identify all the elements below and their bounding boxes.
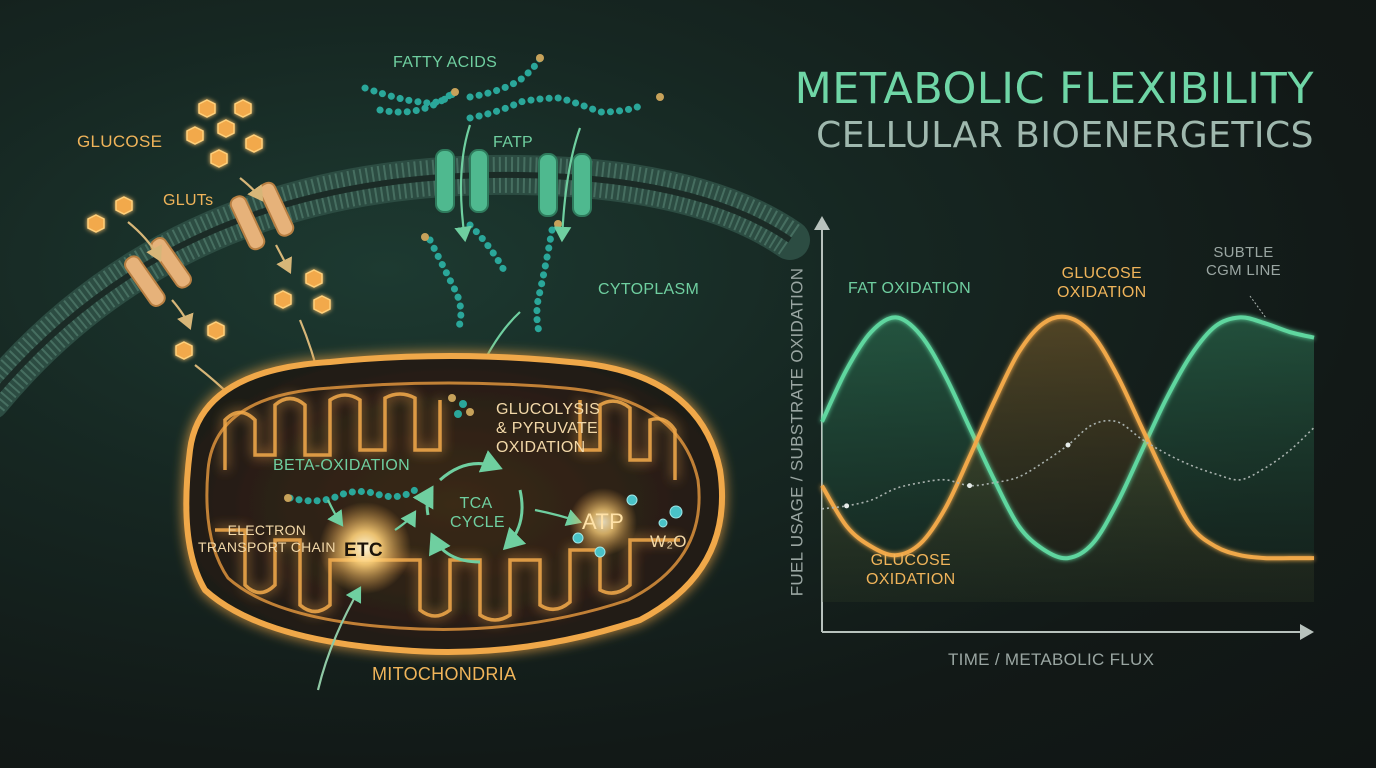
fatty-acid-chain: [426, 236, 465, 334]
fat-oxidation-label: FAT OXIDATION: [848, 280, 972, 297]
glycolysis-line: GLUCOLYSIS: [496, 401, 601, 418]
page-title: METABOLIC FLEXIBILITY: [794, 64, 1314, 114]
glucose-molecule: [210, 149, 228, 168]
label-line: GLUCOSE: [1061, 265, 1142, 282]
glucose-molecule: [186, 126, 204, 145]
label-line: OXIDATION: [866, 571, 956, 588]
glycolysis-label: GLUCOLYSIS & PYRUVATE OXIDATION: [496, 400, 600, 457]
glucose-molecule: [305, 269, 323, 288]
glycolysis-line: & PYRUVATE: [496, 420, 598, 437]
fatty-acid-chain: [466, 54, 544, 101]
glucose-oxidation-label-top: GLUCOSE OXIDATION: [1057, 264, 1147, 302]
cgm-label-pointer: [1249, 295, 1267, 319]
x-axis-label: TIME / METABOLIC FLUX: [948, 650, 1155, 669]
beta-oxidation-label: BETA-OXIDATION: [273, 457, 410, 474]
atp-label: ATP: [582, 509, 625, 534]
fatty-acid-chain: [466, 221, 509, 276]
glucose-molecule: [198, 99, 216, 118]
glucose-molecule: [217, 119, 235, 138]
glucose-molecule: [245, 134, 263, 153]
tca-cycle-label: TCA CYCLE: [450, 494, 505, 532]
glucose-molecule: [207, 321, 225, 340]
cgm-line-label: SUBTLE CGM LINE: [1206, 244, 1281, 280]
glucose-label: GLUCOSE: [77, 132, 163, 151]
atp-burst: [569, 488, 637, 556]
mitochondrion: [183, 353, 726, 655]
beta-oxidation-chain: [286, 486, 419, 505]
tca-line: CYCLE: [450, 514, 505, 531]
glucose-oxidation-label-bottom: GLUCOSE OXIDATION: [866, 551, 956, 589]
cytoplasm-label: CYTOPLASM: [598, 281, 700, 298]
fatty-acid-chain: [533, 226, 556, 339]
gluts-label: GLUTs: [163, 192, 214, 209]
glucose-molecule: [175, 341, 193, 360]
label-line: SUBTLE: [1213, 244, 1274, 261]
tca-cycle-ring: [412, 450, 527, 564]
fatty-acid-chain: [466, 94, 644, 122]
etc-label-line: TRANSPORT CHAIN: [198, 539, 336, 555]
glucose-molecule: [234, 99, 252, 118]
cgm-point: [844, 503, 850, 509]
fuel-usage-chart: [814, 216, 1315, 640]
etc-label: ETC: [344, 540, 383, 561]
fatp-transporter-left: [435, 149, 489, 213]
y-axis-label: FUEL USAGE / SUBSTRATE OXIDATION: [787, 267, 807, 597]
mitochondria-pointer: [316, 586, 362, 691]
fatp-label: FATP: [493, 134, 534, 151]
fatty-acids-label: FATTY ACIDS: [393, 54, 498, 71]
mitochondria-label: MITOCHONDRIA: [372, 664, 517, 684]
fatty-acid-chain: [376, 91, 454, 116]
glycolysis-line: OXIDATION: [496, 439, 586, 456]
cgm-point: [1065, 442, 1071, 448]
electron-transport-chain-label: ELECTRON TRANSPORT CHAIN: [198, 522, 336, 556]
label-line: CGM LINE: [1206, 262, 1281, 279]
fatp-transporter-right: [538, 153, 592, 217]
cgm-point: [967, 483, 973, 489]
pyruvate-molecules: [448, 394, 474, 418]
series-line: [820, 315, 1315, 561]
series-line: [820, 314, 1314, 561]
fatty-acid-chain: [361, 84, 459, 107]
glucose-molecule: [274, 290, 292, 309]
page-subtitle: CELLULAR BIOENERGETICS: [816, 115, 1314, 156]
water-molecules: [572, 494, 683, 558]
label-line: GLUCOSE: [870, 552, 951, 569]
glut-transporter-right: [229, 181, 295, 251]
fatty-acid-chains: [361, 54, 664, 339]
glucose-molecule: [87, 214, 105, 233]
series-area: [822, 316, 1314, 602]
label-line: OXIDATION: [1057, 284, 1147, 301]
glucose-molecule: [115, 196, 133, 215]
etc-label-line: ELECTRON: [227, 522, 307, 538]
tca-line: TCA: [459, 495, 493, 512]
glucose-molecule: [313, 295, 331, 314]
glucose-molecules: [87, 99, 331, 360]
water-label: W₂O: [650, 532, 687, 551]
